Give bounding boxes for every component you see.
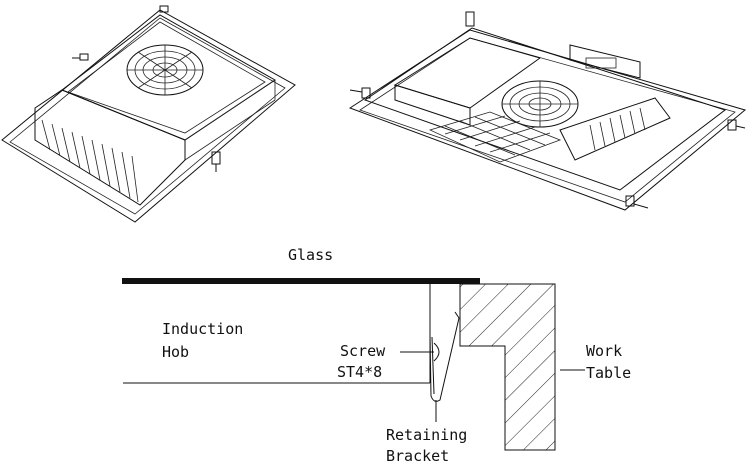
induction-hob-label-line1: Induction [162,320,243,338]
work-table-section [459,283,556,451]
hob-right-isometric-view [348,11,747,211]
retaining-bracket-label-line1: Retaining [386,426,467,444]
screw-label-line1: Screw [340,342,386,360]
heatsink-fins [41,119,139,203]
glass-plate [122,278,480,284]
screw-icon [433,342,440,362]
bracket-screw-icon [349,11,746,209]
retaining-bracket [429,311,460,402]
base-grid [428,111,562,163]
retaining-bracket-label-line2: Bracket [386,447,449,465]
hob-left-isometric-view [1,5,296,223]
glass-label: Glass [288,246,333,264]
bracket-screw-icon [72,5,221,172]
work-table-label-line1: Work [586,342,622,360]
screw-label-line2: ST4*8 [337,363,382,381]
induction-hob-label-line2: Hob [162,343,189,361]
cross-section-diagram [122,278,585,451]
fan-grille-icon [501,80,579,128]
fan-grille-icon [126,44,204,96]
heatsink-fins [589,107,646,151]
work-table-label-line2: Table [586,364,631,382]
